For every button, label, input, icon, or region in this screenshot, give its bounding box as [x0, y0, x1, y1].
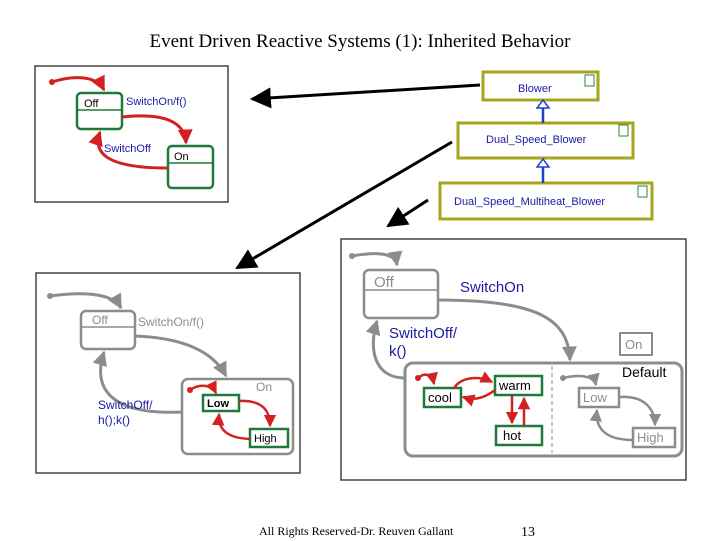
d2-low-label: Low — [207, 398, 229, 410]
class-dual-speed-multiheat-blower — [438, 181, 654, 221]
d3-off-label: Off — [374, 274, 395, 291]
class-blower-icon — [584, 74, 595, 87]
d1-off-label: Off — [84, 98, 99, 110]
d1-default-arrow — [51, 74, 106, 92]
pointer-arrow-multiheat — [386, 198, 429, 228]
d3-on-label: On — [625, 337, 642, 352]
d3-high-label: High — [637, 430, 664, 445]
d3-initial-dot — [349, 253, 355, 259]
d2-state-off — [79, 309, 137, 351]
d3-default-arrow — [351, 250, 403, 267]
d2-high-low-arrow — [211, 412, 251, 441]
d3-warm-cool-arrow — [461, 389, 496, 407]
d2-switch-off-label-1: SwitchOff/ — [98, 398, 153, 412]
d3-state-warm — [493, 374, 544, 397]
slide-title: Event Driven Reactive Systems (1): Inher… — [149, 31, 571, 52]
d1-switch-on-arrow — [121, 114, 193, 145]
d2-switch-on-label: SwitchOn/f() — [138, 315, 204, 329]
d3-switch-off-arrow — [365, 319, 406, 380]
d1-on-label: On — [174, 151, 189, 163]
d3-speed-default-arrow — [562, 372, 600, 387]
page-number: 13 — [521, 525, 535, 540]
d2-switch-off-label-2: h();k() — [98, 413, 130, 427]
d3-low-high-arrow — [618, 395, 662, 427]
d3-state-cool — [422, 386, 463, 409]
d3-state-off — [362, 268, 440, 320]
d3-state-high — [631, 426, 677, 449]
d2-on-label: On — [256, 380, 272, 394]
d3-state-on — [403, 361, 684, 458]
d3-switch-on-label: SwitchOn — [460, 279, 524, 296]
footer-copyright: All Rights Reserved-Dr. Reuven Gallant — [259, 524, 454, 538]
inherit-arrow-1-head — [535, 98, 551, 109]
d3-switch-off-label-2: k() — [389, 343, 407, 360]
class-dual-speed-blower — [456, 121, 635, 160]
pointer-arrow-dual-speed — [235, 140, 453, 270]
d2-state-low — [201, 393, 241, 413]
d1-state-off — [75, 91, 124, 131]
class-blower-label: Blower — [518, 83, 552, 95]
d3-switch-on-arrow — [437, 298, 577, 362]
d2-switch-off-arrow — [92, 350, 183, 414]
d1-switch-on-label: SwitchOn/f() — [126, 96, 187, 108]
d3-high-low-arrow — [589, 408, 634, 442]
diagram-1-statechart: Off SwitchOn/f() On SwitchOff — [34, 65, 229, 203]
class-blower — [481, 70, 600, 102]
d2-switch-on-arrow — [134, 334, 228, 378]
d3-default-label: Default — [622, 364, 666, 380]
d1-switch-off-label: SwitchOff — [104, 143, 152, 155]
pointer-arrow-blower — [249, 83, 481, 109]
d2-inner-default-arrow — [189, 380, 218, 395]
diagram-2-statechart: Off SwitchOn/f() On Low High SwitchOff/ … — [35, 272, 301, 474]
d2-initial-dot — [47, 293, 53, 299]
class-dual-speed-blower-label: Dual_Speed_Blower — [486, 134, 587, 146]
d2-default-arrow — [49, 292, 123, 310]
inherit-arrow-2-head — [535, 157, 551, 168]
d3-hot-label: hot — [503, 428, 521, 443]
d1-initial-dot — [49, 79, 55, 85]
d2-low-high-arrow — [238, 399, 277, 428]
class-dual-speed-multiheat-blower-label: Dual_Speed_Multiheat_Blower — [454, 196, 605, 208]
d3-switch-off-label-1: SwitchOff/ — [389, 325, 458, 342]
d3-on-tab — [619, 332, 653, 356]
d1-switch-off-arrow — [88, 130, 169, 170]
diagram-3-statechart: Off SwitchOn SwitchOff/ k() On Default c… — [340, 238, 687, 481]
d3-state-hot — [494, 424, 544, 447]
d3-cool-warm-arrow — [452, 371, 494, 389]
d2-high-label: High — [254, 433, 277, 445]
d3-warm-label: warm — [498, 378, 531, 393]
class-dual-speed-multiheat-blower-icon — [637, 185, 648, 198]
class-dual-speed-blower-icon — [618, 124, 629, 137]
d2-off-label: Off — [92, 313, 108, 327]
d3-heat-default-arrow — [417, 371, 438, 386]
d3-low-label: Low — [583, 390, 607, 405]
class-hierarchy: Blower Dual_Speed_Blower Dual_Speed_Mult… — [438, 70, 654, 221]
d3-state-low — [577, 386, 621, 409]
d3-cool-label: cool — [428, 390, 452, 405]
